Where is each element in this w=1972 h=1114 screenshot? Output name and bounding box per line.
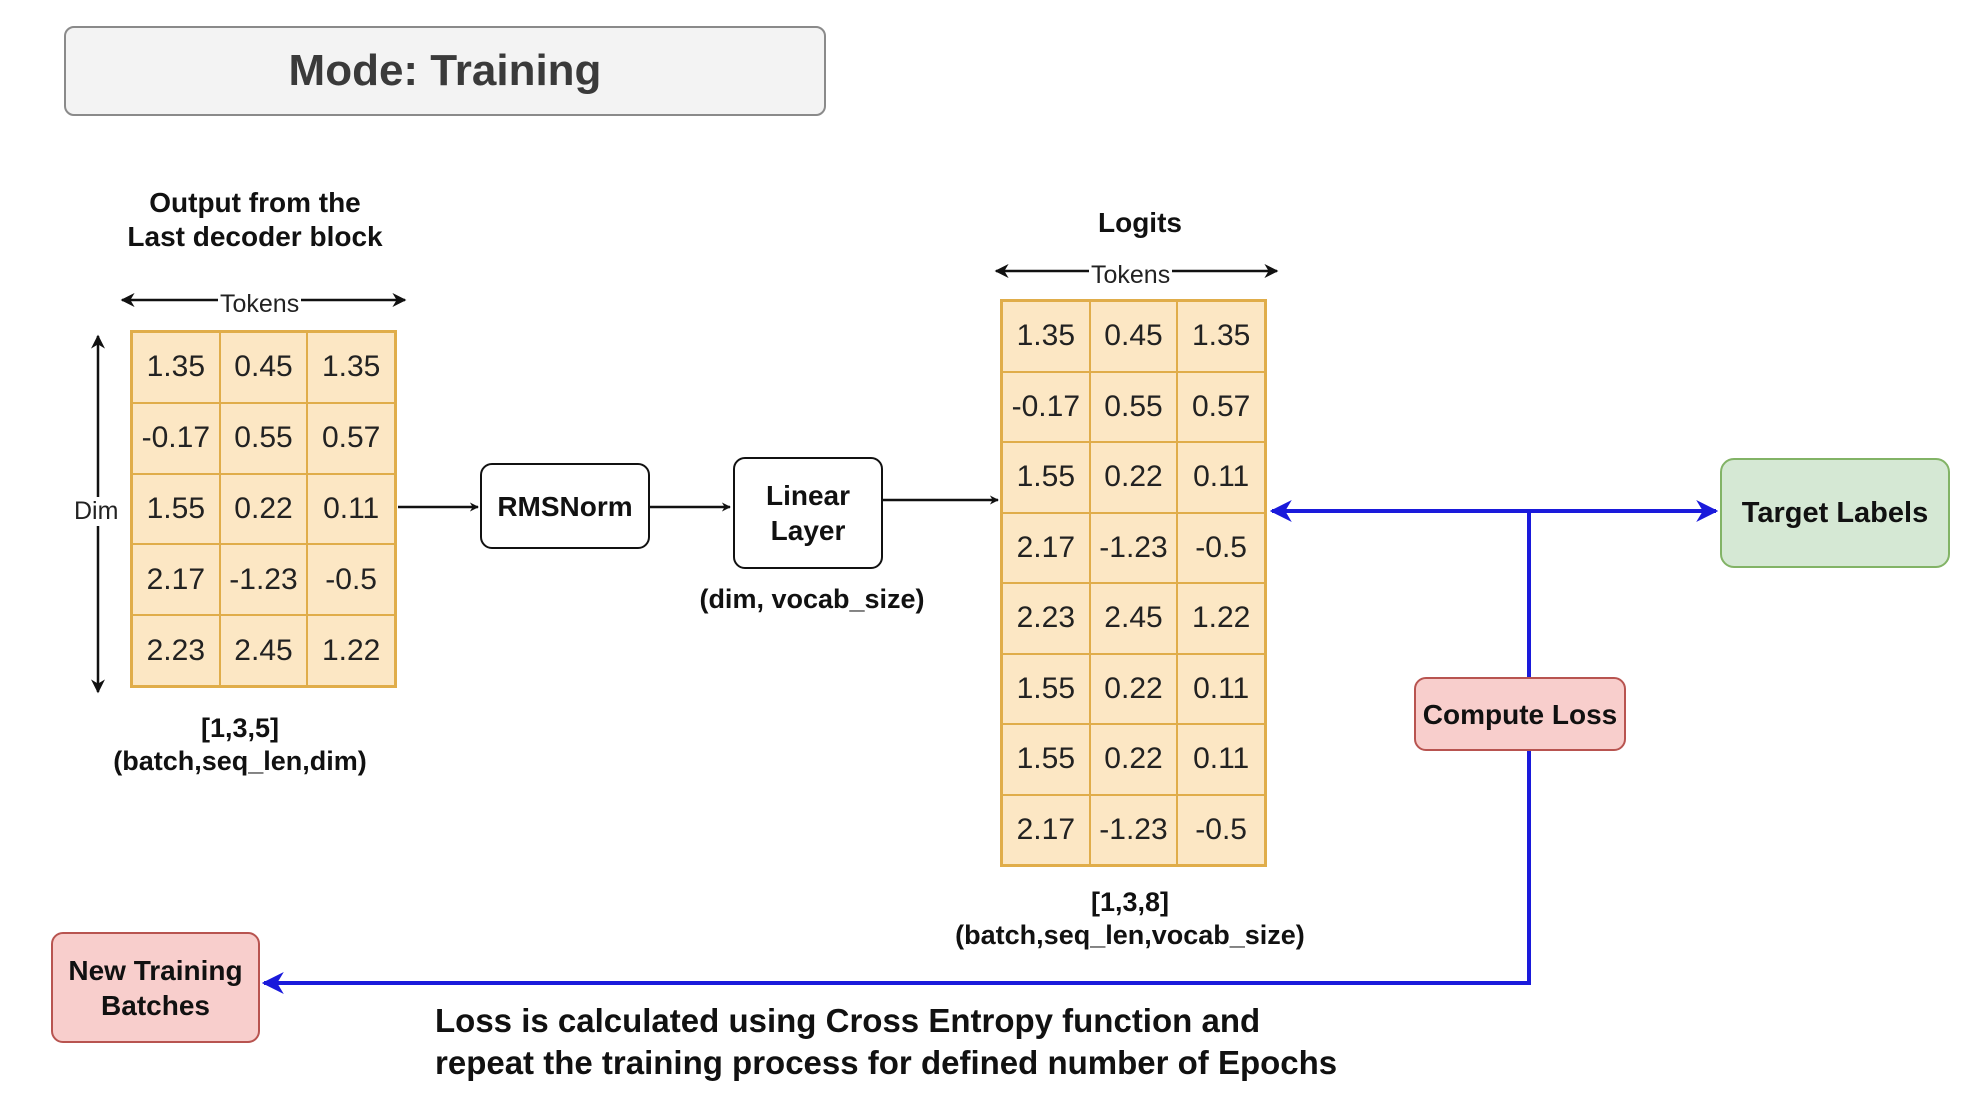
input-title-line2: Last decoder block xyxy=(127,221,383,253)
matrix-cell: 1.55 xyxy=(1002,442,1090,513)
logits-tokens-label: Tokens xyxy=(1089,261,1173,290)
matrix-cell: 1.35 xyxy=(307,332,395,403)
matrix-cell: -0.5 xyxy=(307,544,395,616)
matrix-cell: 1.55 xyxy=(1002,653,1090,724)
matrix-cell: 1.22 xyxy=(1177,583,1265,654)
input-title-line1: Output from the xyxy=(149,187,361,218)
matrix-cell: 0.22 xyxy=(1089,724,1178,795)
matrix-cell: 2.23 xyxy=(132,615,220,686)
linear-line1: Linear xyxy=(765,480,851,511)
matrix-cell: 1.35 xyxy=(1002,301,1090,372)
target-labels-node: Target Labels xyxy=(1720,458,1950,568)
matrix-cell: -0.17 xyxy=(1002,371,1090,442)
matrix-cell: 1.55 xyxy=(132,473,220,545)
matrix-cell: 2.45 xyxy=(1089,583,1178,654)
matrix-cell: 0.45 xyxy=(219,332,308,403)
loss-to-batches-arrow xyxy=(261,751,1531,994)
input-matrix: 1.35 0.45 1.35 -0.17 0.55 0.57 1.55 0.22… xyxy=(130,330,397,688)
matrix-cell: -1.23 xyxy=(1089,512,1178,583)
logits-shape-desc: (batch,seq_len,vocab_size) xyxy=(955,919,1305,950)
matrix-cell: 0.22 xyxy=(1089,653,1178,724)
matrix-cell: 2.17 xyxy=(132,544,220,616)
matrix-cell: 1.22 xyxy=(307,615,395,686)
matrix-cell: -0.5 xyxy=(1177,512,1265,583)
input-tokens-label: Tokens xyxy=(218,290,302,319)
matrix-cell: 0.57 xyxy=(307,402,395,474)
matrix-cell: 2.17 xyxy=(1002,794,1090,865)
input-shape-desc: (batch,seq_len,dim) xyxy=(113,745,367,776)
matrix-cell: -0.5 xyxy=(1177,794,1265,865)
input-shape: [1,3,5] xyxy=(200,713,280,743)
matrix-cell: 0.22 xyxy=(1089,442,1178,513)
matrix-cell: -0.17 xyxy=(132,402,220,474)
linear-line2: Layer xyxy=(770,515,846,546)
logits-shape: [1,3,8] xyxy=(1090,887,1170,917)
logits-shape-caption: [1,3,8] (batch,seq_len,vocab_size) xyxy=(930,886,1330,952)
matrix-cell: 1.35 xyxy=(132,332,220,403)
matrix-cell: 1.35 xyxy=(1177,301,1265,372)
matrix-cell: 0.11 xyxy=(1177,442,1265,513)
compute-loss-node: Compute Loss xyxy=(1414,677,1626,751)
linear-layer-node: Linear Layer xyxy=(733,457,883,569)
matrix-cell: 0.11 xyxy=(1177,724,1265,795)
new-training-batches-node: New Training Batches xyxy=(51,932,260,1043)
new-batches-line1: New Training xyxy=(68,954,243,986)
matrix-cell: 0.45 xyxy=(1089,301,1178,372)
matrix-cell: 0.11 xyxy=(307,473,395,545)
input-shape-caption: [1,3,5] (batch,seq_len,dim) xyxy=(80,712,400,778)
footnote-line1: Loss is calculated using Cross Entropy f… xyxy=(435,1002,1261,1039)
logits-matrix: 1.35 0.45 1.35 -0.17 0.55 0.57 1.55 0.22… xyxy=(1000,299,1267,867)
matrix-cell: 2.17 xyxy=(1002,512,1090,583)
matrix-cell: 0.22 xyxy=(219,473,308,545)
linear-shape-desc: (dim, vocab_size) xyxy=(699,584,925,614)
matrix-cell: 0.55 xyxy=(219,402,308,474)
matrix-cell: 2.23 xyxy=(1002,583,1090,654)
matrix-cell: 1.55 xyxy=(1002,724,1090,795)
footnote-line2: repeat the training process for defined … xyxy=(435,1043,1338,1081)
matrix-cell: -1.23 xyxy=(219,544,308,616)
mode-title: Mode: Training xyxy=(64,26,826,116)
matrix-cell: 0.55 xyxy=(1089,371,1178,442)
new-batches-line2: Batches xyxy=(101,989,210,1021)
logits-title: Logits xyxy=(1098,207,1182,238)
input-block-title: Output from the Last decoder block xyxy=(95,186,415,254)
matrix-cell: 0.57 xyxy=(1177,371,1265,442)
matrix-cell: 0.11 xyxy=(1177,653,1265,724)
footnote: Loss is calculated using Cross Entropy f… xyxy=(435,1000,1435,1084)
input-dim-label: Dim xyxy=(72,497,121,526)
matrix-cell: -1.23 xyxy=(1089,794,1178,865)
matrix-cell: 2.45 xyxy=(219,615,308,686)
rmsnorm-node: RMSNorm xyxy=(480,463,650,549)
